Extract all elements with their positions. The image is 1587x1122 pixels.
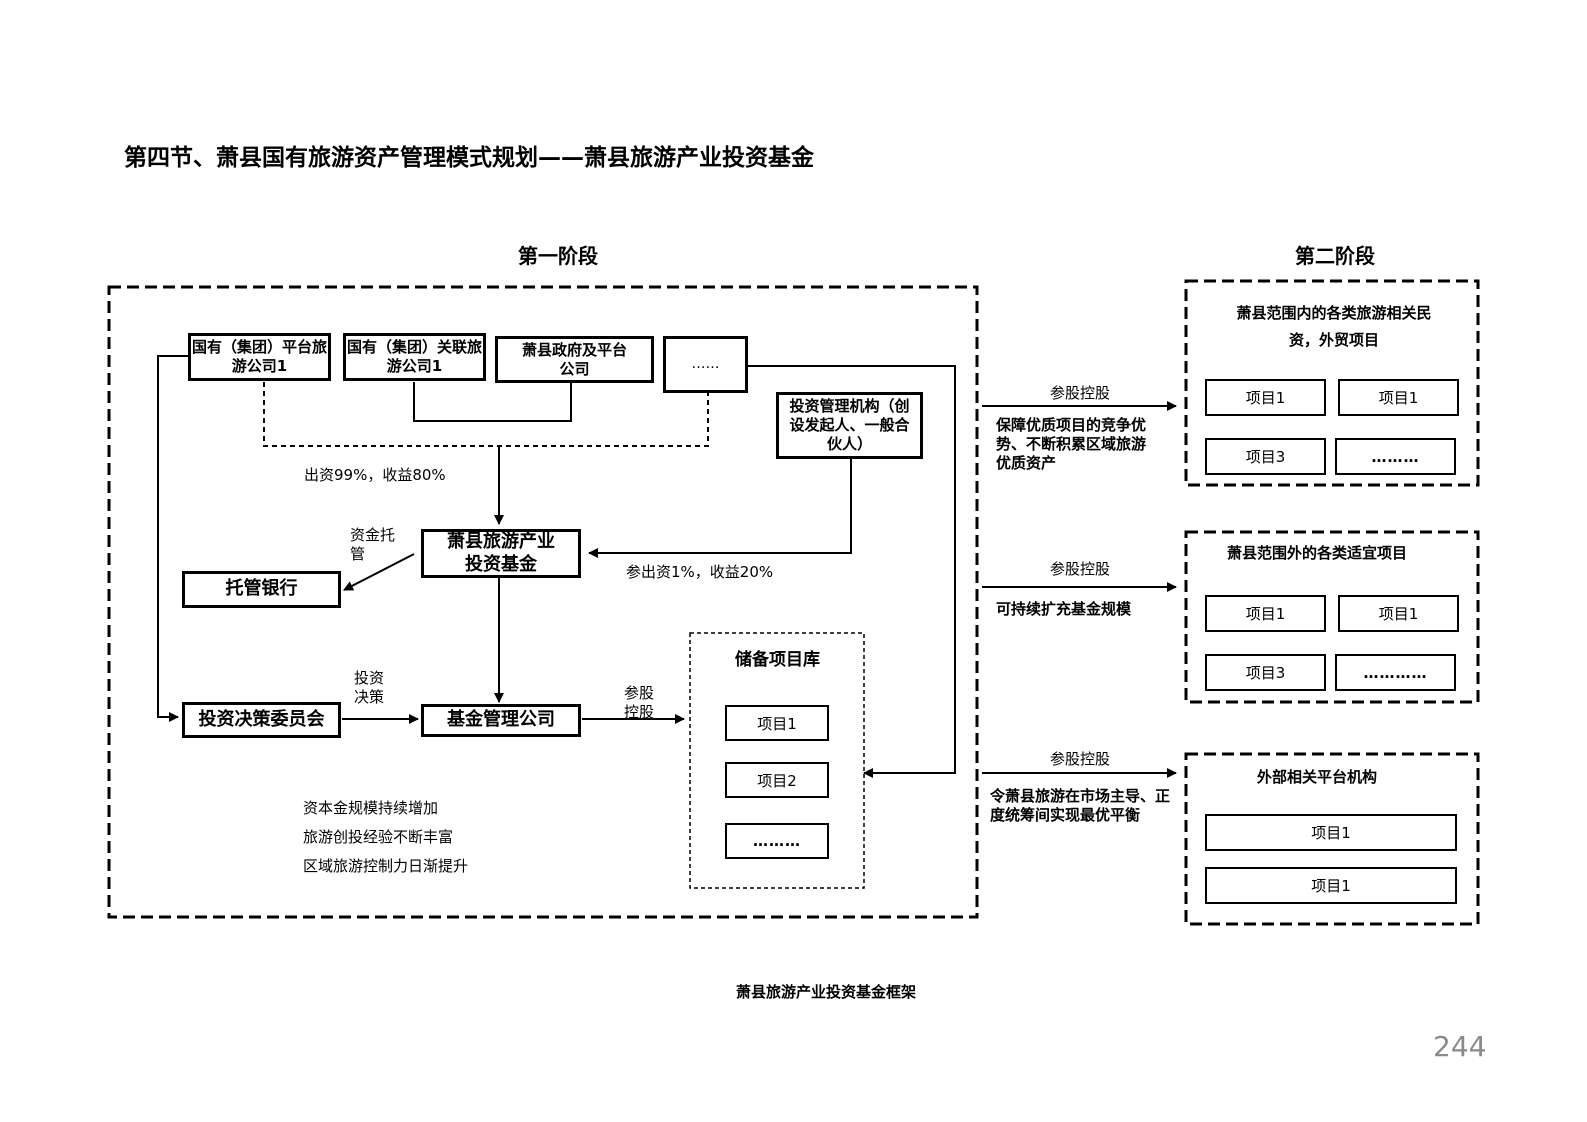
source-more: …… <box>663 336 748 393</box>
capital-gp-label: 参出资1%，收益20% <box>626 563 774 581</box>
reserve-pool-frame <box>689 632 865 889</box>
source-platform-company: 国有（集团）平台旅游公司1 <box>188 333 331 381</box>
source-affiliated-company: 国有（集团）关联旅游公司1 <box>343 333 486 381</box>
source-platform-company-label: 国有（集团）平台旅游公司1 <box>191 338 327 375</box>
stage2-g2-item-2: 项目1 <box>1338 595 1459 632</box>
investment-manager-box: 投资管理机构（创设发起人、一般合伙人） <box>776 392 923 459</box>
stage2-group-title-3: 外部相关平台机构 <box>1257 768 1378 786</box>
investment-manager-label: 投资管理机构（创设发起人、一般合伙人） <box>789 397 910 453</box>
stage2-g1-item-2-label: 项目1 <box>1378 389 1419 407</box>
stage2-g3-item-2: 项目1 <box>1205 867 1457 904</box>
stage2-g1-item-more-label: ……… <box>1371 447 1420 466</box>
stage2-frame-3 <box>1184 752 1480 926</box>
fund-manager-label: 基金管理公司 <box>447 709 555 731</box>
stage2-description-2: 可持续扩充基金规模 <box>996 600 1132 618</box>
source-affiliated-company-label: 国有（集团）关联旅游公司1 <box>346 338 482 375</box>
reserve-item-1-label: 项目1 <box>757 714 797 733</box>
stage2-arrow-label-3: 参股控股 <box>1050 750 1111 768</box>
stage2-heading: 第二阶段 <box>1295 244 1375 268</box>
stage2-g1-item-3-label: 项目3 <box>1245 448 1286 466</box>
stage2-g1-item-3: 项目3 <box>1205 438 1326 475</box>
custodian-bank-label: 托管银行 <box>225 578 298 600</box>
stage2-g2-item-3: 项目3 <box>1205 654 1326 691</box>
reserve-pool-title: 储备项目库 <box>735 650 820 670</box>
committee-box: 投资决策委员会 <box>182 702 341 738</box>
stage2-g2-item-1-label: 项目1 <box>1245 605 1286 623</box>
note-1: 资本金规模持续增加 <box>303 799 439 817</box>
stage2-g2-item-more-label: ………… <box>1363 663 1428 682</box>
reserve-item-more-label: ……… <box>753 832 801 850</box>
stage2-g2-item-more: ………… <box>1335 654 1456 691</box>
note-2: 旅游创投经验不断丰富 <box>303 828 454 846</box>
stage2-g3-item-2-label: 项目1 <box>1311 877 1351 895</box>
stage2-g1-item-2: 项目1 <box>1338 379 1459 416</box>
stage2-g2-item-2-label: 项目1 <box>1378 605 1419 623</box>
stage1-frame <box>107 285 979 919</box>
note-3: 区域旅游控制力日渐提升 <box>303 857 469 875</box>
reserve-item-1: 项目1 <box>725 705 829 741</box>
stage2-g1-item-1: 项目1 <box>1205 379 1326 416</box>
reserve-item-2: 项目2 <box>725 762 829 798</box>
stage2-g3-item-1-label: 项目1 <box>1311 824 1351 842</box>
fund-box: 萧县旅游产业投资基金 <box>421 529 581 578</box>
stage2-g2-item-3-label: 项目3 <box>1245 664 1286 682</box>
stage2-g2-item-1: 项目1 <box>1205 595 1326 632</box>
stage2-g1-item-1-label: 项目1 <box>1245 389 1286 407</box>
stage2-description-1: 保障优质项目的竞争优势、不断积累区域旅游优质资产 <box>996 416 1147 472</box>
committee-label: 投资决策委员会 <box>198 708 325 730</box>
stage2-group-title-1: 萧县范围内的各类旅游相关民资，外贸项目 <box>1236 304 1432 349</box>
equity-label: 参股控股 <box>624 684 655 721</box>
fund-label: 萧县旅游产业投资基金 <box>447 531 555 575</box>
page-title: 第四节、萧县国有旅游资产管理模式规划——萧县旅游产业投资基金 <box>124 145 814 171</box>
reserve-item-more: ……… <box>725 823 829 859</box>
invest-decision-label: 投资决策 <box>354 669 385 706</box>
source-government: 萧县政府及平台公司 <box>495 336 654 383</box>
figure-caption: 萧县旅游产业投资基金框架 <box>736 983 917 1001</box>
reserve-item-2-label: 项目2 <box>757 771 797 790</box>
custodian-bank-box: 托管银行 <box>182 571 341 608</box>
stage2-frame-1 <box>1184 279 1480 487</box>
stage2-description-3: 令萧县旅游在市场主导、正度统筹间实现最优平衡 <box>990 787 1171 824</box>
stage2-frame-2 <box>1184 530 1480 704</box>
stage2-group-title-2: 萧县范围外的各类适宜项目 <box>1227 544 1408 562</box>
source-government-label: 萧县政府及平台公司 <box>521 340 627 378</box>
page-number: 244 <box>1433 1030 1487 1063</box>
stage2-g1-item-more: ……… <box>1335 438 1456 475</box>
stage1-heading: 第一阶段 <box>518 244 598 268</box>
custody-label: 资金托管 <box>350 526 396 563</box>
capital-lp-label: 出资99%，收益80% <box>304 466 446 484</box>
source-more-label: …… <box>691 355 720 372</box>
stage2-g3-item-1: 项目1 <box>1205 814 1457 851</box>
fund-manager-box: 基金管理公司 <box>421 704 581 737</box>
stage2-arrow-label-1: 参股控股 <box>1050 384 1111 402</box>
stage2-arrow-label-2: 参股控股 <box>1050 560 1111 578</box>
